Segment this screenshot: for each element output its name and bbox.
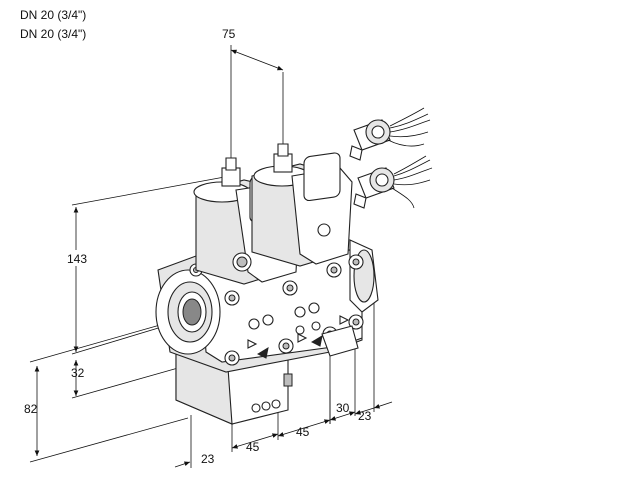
dim-label-32: 32 bbox=[71, 366, 85, 380]
dim-label-30: 30 bbox=[336, 401, 350, 415]
solenoid-right bbox=[251, 143, 353, 267]
dimension-right-23: 23 bbox=[354, 285, 393, 423]
connector-plug-lower bbox=[353, 155, 433, 209]
size-label-2: DN 20 (3/4") bbox=[20, 27, 87, 41]
dim-label-45-b: 45 bbox=[296, 425, 310, 439]
dim-label-75: 75 bbox=[222, 27, 236, 41]
size-label-1: DN 20 (3/4") bbox=[20, 8, 87, 22]
test-ports bbox=[247, 302, 350, 359]
dim-label-143: 143 bbox=[67, 252, 87, 266]
dimension-75: 75 bbox=[222, 27, 284, 165]
dimension-bottom-23: 23 bbox=[174, 415, 215, 468]
dim-label-bottom-23: 23 bbox=[201, 452, 215, 466]
dimension-82: 82 bbox=[24, 324, 189, 463]
dimension-32: 32 bbox=[71, 360, 179, 399]
connector-plug-upper bbox=[349, 107, 431, 161]
dim-label-45-a: 45 bbox=[246, 440, 260, 454]
dim-label-right-23: 23 bbox=[358, 409, 372, 423]
dimension-143: 143 bbox=[66, 175, 231, 355]
dim-label-82: 82 bbox=[24, 402, 38, 416]
